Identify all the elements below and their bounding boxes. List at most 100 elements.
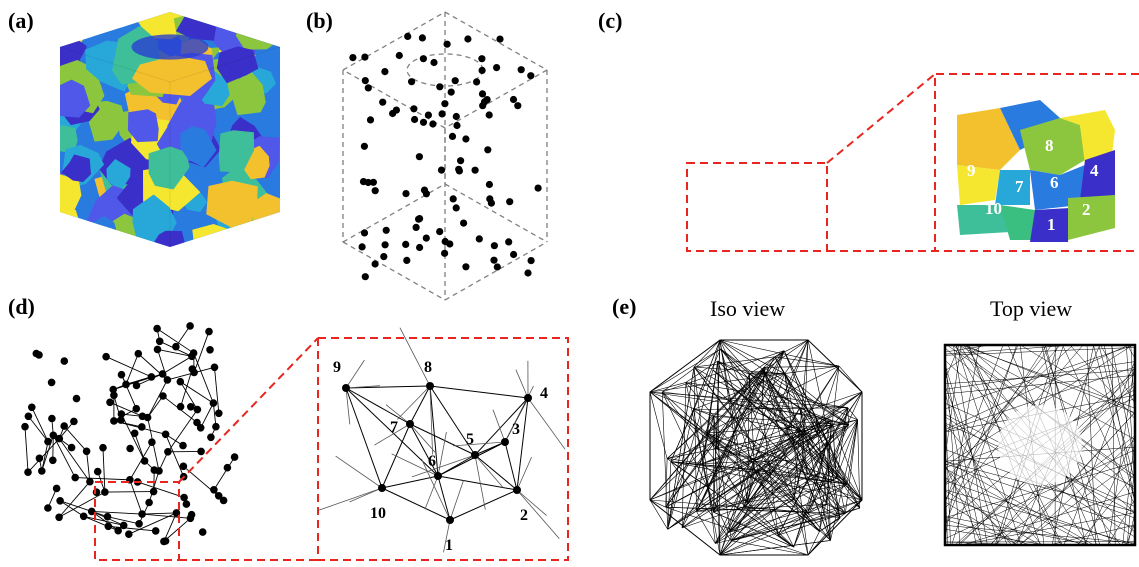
grain — [673, 175, 706, 204]
network-node — [119, 521, 128, 530]
top-edge — [944, 374, 1136, 395]
seed-point — [436, 228, 444, 236]
iso-edge — [649, 391, 848, 408]
grain — [678, 214, 725, 273]
grain-number: 2 — [1082, 200, 1091, 219]
zoom-node — [426, 382, 434, 390]
network-node — [210, 486, 218, 494]
iso-edge — [747, 502, 794, 548]
grain — [621, 174, 659, 218]
seed-point — [402, 240, 410, 248]
grain — [784, 181, 836, 235]
network-edge — [200, 402, 214, 429]
iso-edge — [754, 373, 785, 461]
iso-edge — [713, 339, 721, 513]
network-edge — [31, 407, 49, 442]
iso-edge — [706, 371, 764, 434]
iso-edge — [845, 419, 858, 514]
grain — [804, 117, 841, 152]
seed-point — [358, 243, 366, 251]
top-edge — [944, 366, 1136, 432]
zoom-edge — [474, 454, 518, 491]
network-edge — [129, 479, 143, 515]
iso-edge — [649, 391, 820, 532]
network-edge — [52, 435, 54, 461]
zoom-edge — [335, 455, 383, 489]
zoom-edge — [345, 387, 351, 425]
network-node — [193, 418, 201, 427]
iso-edge — [807, 531, 820, 556]
iso-edge — [807, 339, 846, 514]
top-edge — [951, 344, 1017, 546]
iso-edge — [838, 365, 863, 393]
network-edge — [214, 367, 220, 414]
top-edge — [944, 490, 1041, 546]
top-edge — [958, 344, 1136, 440]
top-edge — [1069, 344, 1136, 420]
iso-edge — [754, 460, 863, 501]
top-edge — [944, 480, 1131, 546]
seed-point — [371, 260, 379, 268]
grain — [727, 147, 768, 190]
iso-edge — [762, 339, 809, 372]
zoom-edge — [443, 519, 451, 553]
grain — [814, 17, 859, 50]
zoom-edge — [516, 397, 529, 491]
network-edge — [109, 401, 143, 417]
iso-edge — [807, 391, 863, 513]
top-edge — [944, 541, 1033, 546]
grain — [709, 117, 751, 162]
iso-edge — [681, 356, 775, 529]
seed-point — [429, 120, 437, 128]
iso-edge — [662, 350, 785, 393]
top-edge — [961, 344, 1136, 409]
dashed-edge — [342, 183, 446, 243]
iso-edge — [665, 416, 715, 508]
network-edge — [27, 438, 60, 473]
seed-point — [404, 32, 412, 41]
inset-grain — [1030, 208, 1070, 242]
top-edge — [944, 464, 983, 546]
seed-point — [475, 235, 483, 243]
node-number: 6 — [428, 453, 436, 470]
grain — [702, 44, 747, 97]
network-node — [24, 412, 33, 421]
network-node — [106, 398, 114, 407]
seed-point — [485, 111, 493, 119]
iso-edge — [715, 460, 755, 544]
grain — [658, 37, 690, 73]
iso-edge — [857, 419, 861, 509]
grain — [106, 159, 131, 189]
grain — [60, 79, 91, 118]
seed-point — [438, 110, 446, 118]
seed-point — [361, 77, 369, 85]
seed-point — [392, 106, 400, 114]
iso-edge — [712, 339, 721, 371]
iso-edge — [754, 339, 809, 461]
network-node — [215, 409, 223, 418]
iso-edge — [713, 373, 750, 513]
iso-edge — [681, 416, 715, 528]
grain — [770, 224, 806, 261]
iso-edge — [681, 424, 849, 529]
grain — [60, 174, 82, 219]
network-edge — [86, 451, 91, 482]
iso-edge — [696, 478, 837, 512]
network-node — [28, 403, 36, 412]
iso-edge — [754, 470, 794, 548]
iso-edge — [815, 415, 828, 443]
zoom-node — [378, 484, 386, 492]
grain — [206, 180, 258, 235]
network-edge — [156, 328, 194, 354]
seed-point — [514, 102, 522, 110]
seed-point — [451, 77, 459, 85]
iso-edge — [749, 370, 765, 375]
network-node — [176, 402, 185, 411]
seed-point — [484, 146, 492, 154]
grain — [831, 193, 873, 237]
top-edge — [1084, 435, 1136, 546]
panel-label-e: (e) — [612, 294, 637, 319]
top-edge — [944, 516, 1092, 546]
network-node — [198, 528, 207, 536]
seed-point — [379, 98, 387, 106]
